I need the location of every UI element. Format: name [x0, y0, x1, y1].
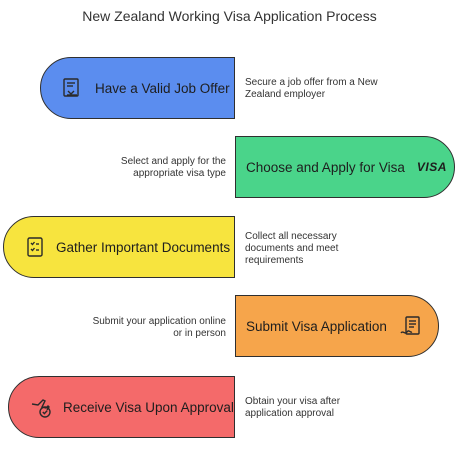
step-choose-visa: Choose and Apply for Visa VISA	[235, 136, 455, 198]
job-offer-document-icon	[59, 75, 85, 101]
step-submit-application: Submit Visa Application	[235, 295, 439, 357]
step-label: Submit Visa Application	[246, 318, 387, 334]
step-gather-documents: Gather Important Documents	[3, 216, 235, 278]
step-receive-visa: Receive Visa Upon Approval	[8, 376, 235, 438]
visa-icon: VISA	[416, 160, 447, 174]
diagram-title: New Zealand Working Visa Application Pro…	[82, 8, 377, 24]
step-description: Select and apply for the appropriate vis…	[120, 156, 226, 179]
step-description: Submit your application online or in per…	[92, 316, 226, 339]
step-label: Gather Important Documents	[56, 239, 231, 255]
checklist-icon	[22, 234, 48, 260]
step-job-offer: Have a Valid Job Offer	[40, 57, 235, 119]
step-label: Choose and Apply for Visa	[246, 159, 405, 175]
airplane-approved-icon	[29, 394, 55, 420]
step-description: Secure a job offer from a New Zealand em…	[245, 77, 378, 100]
step-description: Collect all necessary documents and meet…	[245, 231, 339, 266]
step-label: Receive Visa Upon Approval	[63, 399, 234, 415]
signed-document-icon	[397, 313, 423, 339]
step-label: Have a Valid Job Offer	[95, 80, 230, 96]
step-description: Obtain your visa after application appro…	[245, 396, 341, 419]
